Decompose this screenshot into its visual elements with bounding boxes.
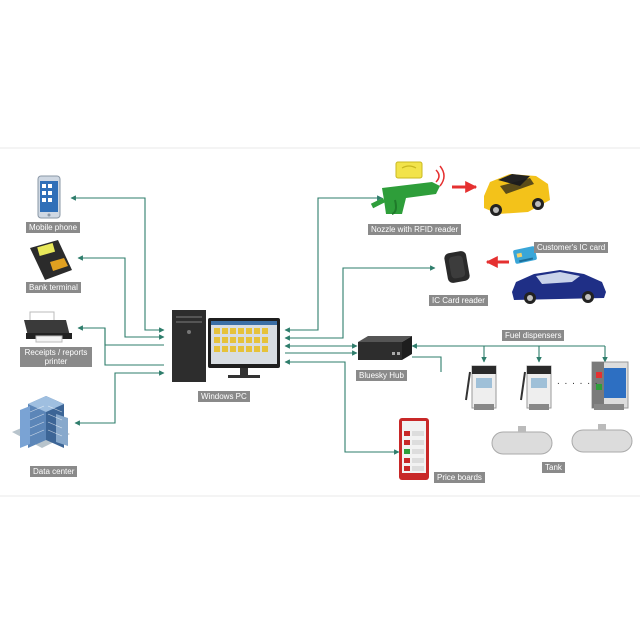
nozzle-rfid-icon xyxy=(370,161,445,215)
printer-icon xyxy=(24,311,72,343)
connector-lines-left xyxy=(70,195,165,426)
fuel-dispenser-2-icon xyxy=(520,365,552,410)
data-center-icon xyxy=(12,396,70,448)
label-bluesky-hub: Bluesky Hub xyxy=(356,370,407,381)
label-tank: Tank xyxy=(542,462,565,473)
connector-lines-right xyxy=(284,195,608,455)
dispenser-ellipsis: . . . . . . xyxy=(557,376,599,387)
tank-2-icon xyxy=(571,424,633,453)
bluesky-hub-icon xyxy=(358,336,412,360)
blue-car-icon xyxy=(512,270,606,304)
red-arrows xyxy=(452,181,509,268)
label-customer-ic-card: Customer's IC card xyxy=(534,242,609,253)
label-fuel-dispensers: Fuel dispensers xyxy=(502,330,565,341)
ic-card-icon xyxy=(513,246,537,264)
label-bank-terminal: Bank terminal xyxy=(26,282,81,293)
label-ic-card-reader: IC Card reader xyxy=(429,295,488,306)
label-data-center: Data center xyxy=(30,466,78,477)
bank-terminal-icon xyxy=(30,240,72,280)
label-receipts-printer: Receipts / reports printer xyxy=(20,347,92,367)
windows-pc-icon xyxy=(172,310,280,382)
ic-card-reader-icon xyxy=(444,251,470,283)
fuel-dispenser-3-icon xyxy=(591,361,629,410)
fuel-dispenser-1-icon xyxy=(465,365,497,410)
label-mobile-phone: Mobile phone xyxy=(26,222,81,233)
yellow-car-icon xyxy=(484,174,550,216)
label-windows-pc: Windows PC xyxy=(198,391,250,402)
tank-1-icon xyxy=(491,426,553,455)
price-board-icon xyxy=(399,418,429,480)
label-price-boards: Price boards xyxy=(434,472,485,483)
mobile-phone-icon xyxy=(37,175,61,219)
label-nozzle-rfid: Nozzle with RFID reader xyxy=(368,224,462,235)
